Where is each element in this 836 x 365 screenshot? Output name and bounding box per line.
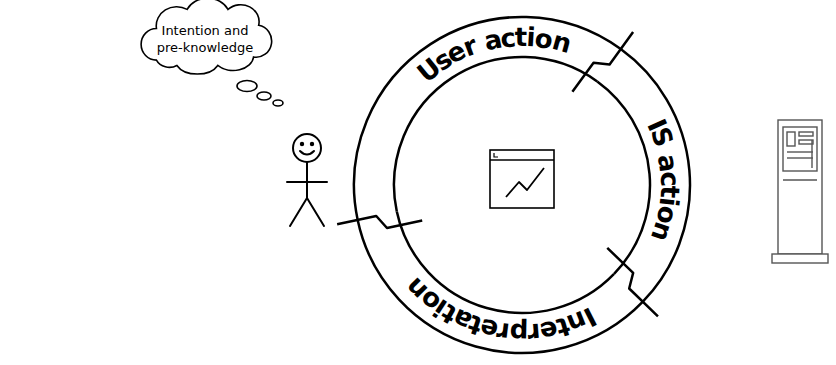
ring-letter: r (527, 319, 542, 346)
cloud-outline (136, 2, 274, 76)
ring-segment: Interpretation (352, 15, 692, 355)
ring-arc (358, 212, 643, 353)
ring-arc (597, 49, 690, 302)
ring-letter: p (509, 320, 528, 346)
thought-text: Intention and pre-knowledge (149, 22, 261, 56)
thought-bubbles (237, 81, 283, 107)
ring-arc (354, 17, 621, 220)
window-icon (490, 150, 554, 208)
ring-label: Interpretation (352, 15, 692, 355)
cloud-path (141, 0, 272, 74)
server-icon (772, 120, 828, 263)
ring-band (352, 15, 692, 355)
thought-cloud: Intention and pre-knowledge (136, 2, 274, 76)
ring-letter: c (499, 24, 517, 51)
stick-figure (287, 134, 327, 226)
ring-letter: c (657, 171, 684, 187)
ring-letter: a (654, 153, 682, 174)
cloud-text-area: Intention and pre-knowledge (136, 2, 274, 76)
ring-divider (337, 24, 668, 316)
ring-letter: t (515, 24, 528, 50)
